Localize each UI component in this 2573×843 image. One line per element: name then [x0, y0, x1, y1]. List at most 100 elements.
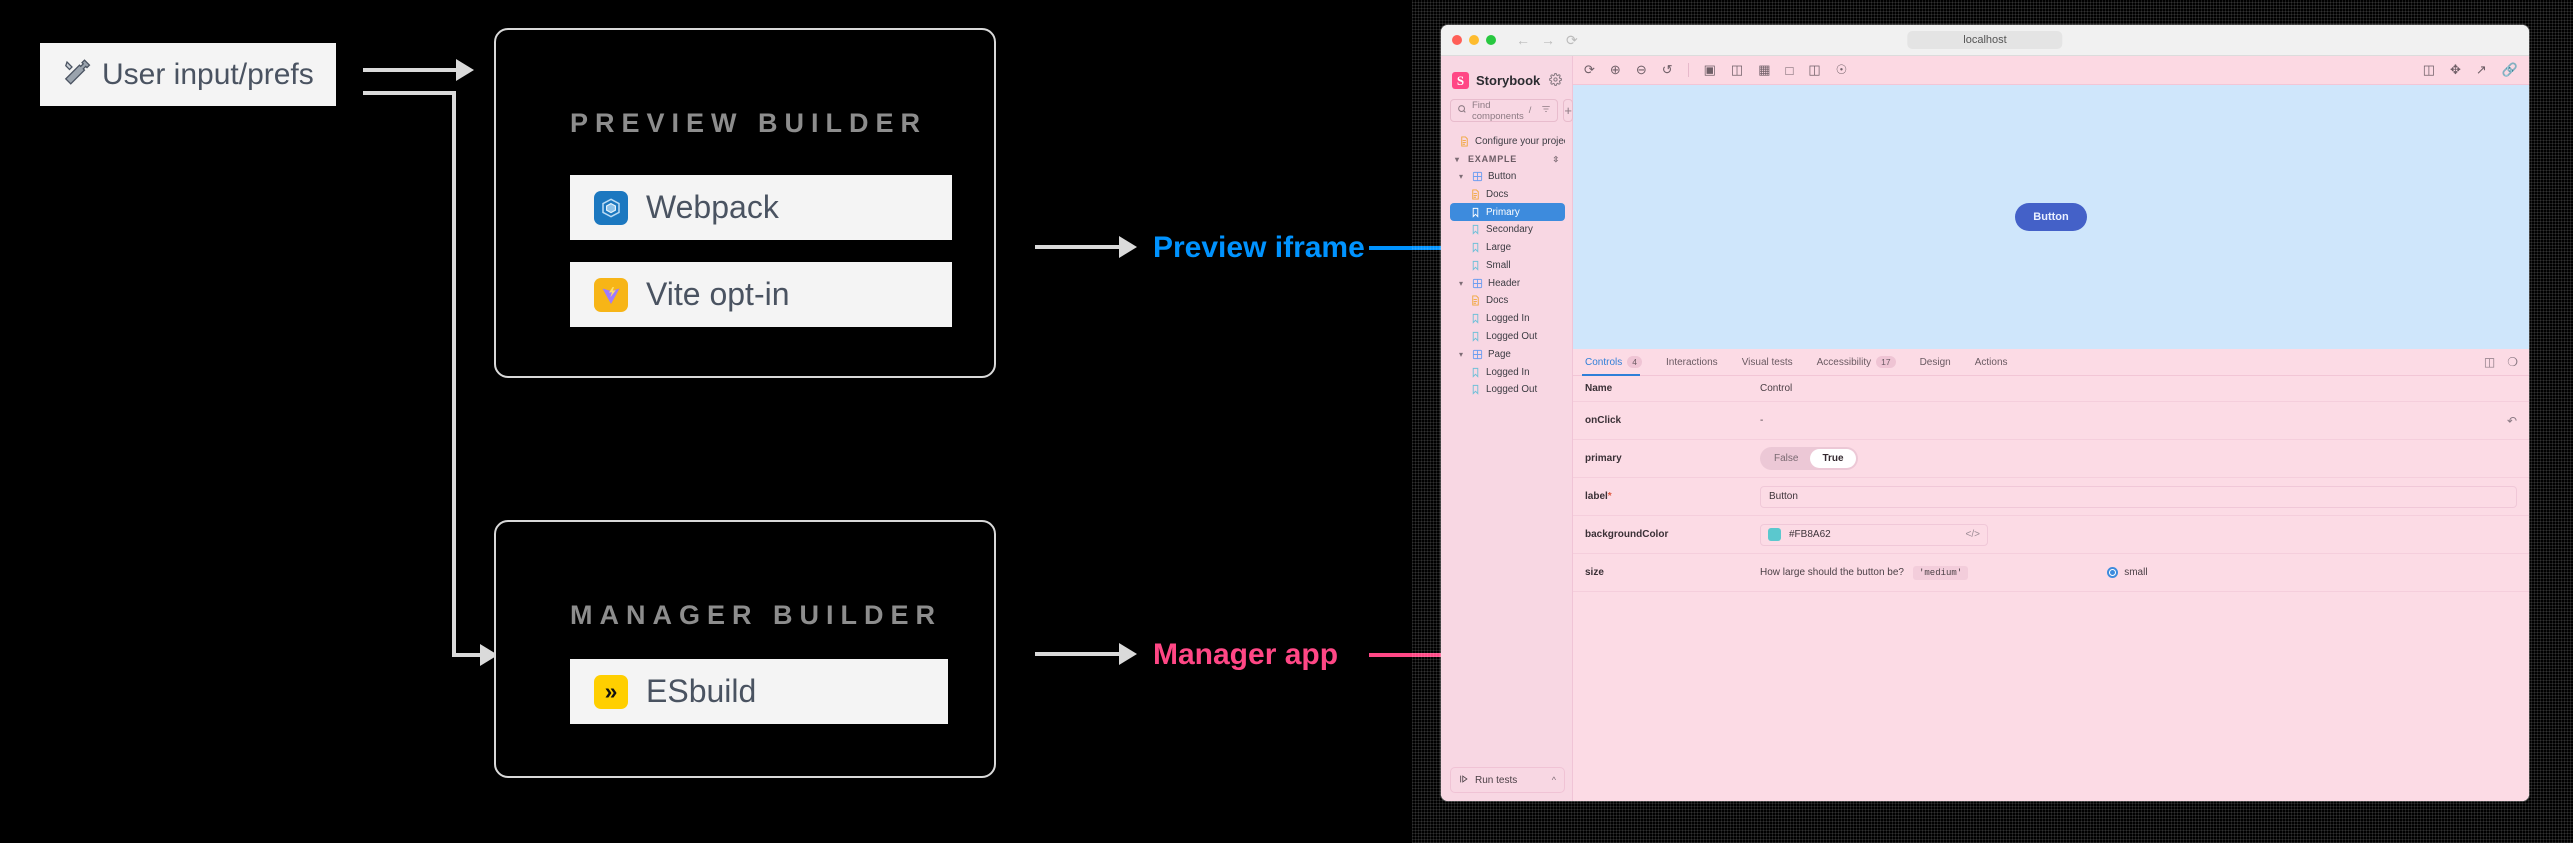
radio-icon[interactable] [2107, 567, 2119, 578]
gear-icon[interactable] [1549, 73, 1562, 88]
toggle-true[interactable]: True [1810, 449, 1856, 468]
tree-item-logged-in[interactable]: Logged In [1450, 310, 1565, 328]
storybook-screenshot: ← → ⟳ localhost S Storybook [1412, 0, 2573, 843]
minimize-window-icon[interactable] [1469, 35, 1479, 45]
browser-nav[interactable]: ← → ⟳ [1516, 33, 1578, 47]
chevron-down-icon[interactable]: ▾ [1459, 171, 1464, 181]
measure-icon[interactable]: □ [1785, 62, 1794, 78]
control-value: Button [1760, 485, 2517, 508]
storybook-sidebar: S Storybook Find components [1441, 56, 1573, 801]
tab-interactions[interactable]: Interactions [1654, 349, 1730, 375]
close-window-icon[interactable] [1452, 35, 1462, 45]
outline-icon[interactable]: ◫ [1808, 62, 1821, 77]
manager-builder-item-esbuild[interactable]: » ESbuild [570, 659, 948, 724]
size-default-chip: 'medium' [1913, 565, 1969, 580]
vite-icon [594, 277, 628, 312]
sidebar-toggle-icon[interactable]: ◫ [2422, 62, 2435, 77]
tab-visual-tests[interactable]: Visual tests [1730, 349, 1805, 375]
preview-builder-item-vite[interactable]: Vite opt-in [570, 262, 952, 327]
back-icon[interactable]: ← [1516, 32, 1530, 48]
tab-design[interactable]: Design [1908, 349, 1963, 375]
preview-builder-box: PREVIEW BUILDER Webpack Vite opt-in [494, 28, 996, 378]
control-name-text: label [1585, 491, 1608, 502]
arrow-to-preview-line [363, 68, 462, 72]
manager-app-grey-head [1119, 643, 1137, 665]
radio-label: small [2124, 567, 2148, 578]
viewport-icon[interactable]: ◫ [1730, 62, 1744, 77]
tree-item-label: Page [1488, 348, 1511, 360]
tree-item-example[interactable]: ▾EXAMPLE⇳ [1450, 151, 1565, 168]
open-new-tab-icon[interactable]: ↗ [2475, 62, 2487, 77]
copy-link-icon[interactable]: 🔗 [2501, 62, 2518, 77]
tab-actions[interactable]: Actions [1963, 349, 2020, 375]
color-swatch[interactable] [1768, 528, 1781, 541]
component-icon [1472, 171, 1483, 182]
preview-builder-title: PREVIEW BUILDER [570, 108, 928, 138]
search-input[interactable]: Find components / [1450, 99, 1559, 122]
zoom-window-icon[interactable] [1486, 35, 1496, 45]
docs-icon [1459, 136, 1470, 147]
label-text-input[interactable]: Button [1760, 485, 2517, 508]
tree-item-small[interactable]: Small [1450, 256, 1565, 274]
toggle-false[interactable]: False [1774, 453, 1799, 464]
tree-item-docs[interactable]: Docs [1450, 292, 1565, 310]
zoom-reset-icon[interactable]: ↺ [1661, 62, 1673, 77]
filter-icon[interactable] [1541, 104, 1551, 117]
story-button[interactable]: Button [2015, 203, 2087, 231]
tree-item-page[interactable]: ▾ Page [1450, 345, 1565, 363]
chevron-down-icon[interactable]: ▾ [1459, 349, 1464, 359]
required-asterisk: * [1607, 491, 1612, 502]
size-radio-small[interactable]: small [2107, 567, 2148, 578]
control-name: backgroundColor [1585, 529, 1669, 540]
addon-panel-tab-icons[interactable]: ◫ ❍ [2484, 349, 2520, 375]
color-hex-value: #FB8A62 [1789, 529, 1831, 540]
tree-item-configure-your-project[interactable]: Configure your project [1450, 133, 1565, 151]
esbuild-icon: » [594, 674, 628, 709]
grid-icon[interactable]: ▦ [1758, 62, 1771, 77]
a11y-icon[interactable]: ☉ [1835, 62, 1848, 77]
tree-item-label: Secondary [1486, 224, 1533, 236]
browser-window: ← → ⟳ localhost S Storybook [1441, 25, 2529, 801]
manager-builder-box: MANAGER BUILDER » ESbuild [494, 520, 996, 778]
address-bar[interactable]: localhost [1907, 31, 2063, 49]
tree-item-logged-in[interactable]: Logged In [1450, 363, 1565, 381]
boolean-toggle[interactable]: False True [1760, 447, 1858, 470]
tree-item-header[interactable]: ▾Header [1450, 274, 1565, 292]
close-panel-icon[interactable]: ❍ [2507, 355, 2518, 369]
reset-icon[interactable]: ↶ [2506, 413, 2517, 428]
remount-icon[interactable]: ⟳ [1584, 62, 1595, 77]
tree-item-label: Logged Out [1486, 330, 1538, 342]
code-icon[interactable]: </> [1965, 529, 1980, 540]
fullscreen-icon[interactable]: ✥ [2450, 62, 2461, 77]
panel-position-icon[interactable]: ◫ [2483, 355, 2496, 369]
preview-builder-item-webpack[interactable]: Webpack [570, 175, 952, 240]
tree-item-logged-out[interactable]: Logged Out [1450, 328, 1565, 346]
run-tests-button[interactable]: Run tests ^ [1450, 767, 1565, 793]
tree-item-secondary[interactable]: Secondary [1450, 221, 1565, 239]
zoom-out-icon[interactable]: ⊖ [1635, 62, 1647, 77]
storybook-brand-name: Storybook [1476, 73, 1541, 88]
tree-item-docs[interactable]: Docs [1450, 185, 1565, 203]
webpack-icon [594, 190, 628, 225]
tree-item-large[interactable]: Large [1450, 239, 1565, 257]
background-color-input[interactable]: #FB8A62 </> [1760, 523, 1988, 546]
tree-item-primary[interactable]: Primary [1450, 203, 1565, 221]
tree-item-button[interactable]: ▾Button [1450, 168, 1565, 186]
plus-icon[interactable]: + [1563, 99, 1573, 122]
zoom-in-icon[interactable]: ⊕ [1609, 62, 1621, 77]
sort-icon[interactable]: ⇳ [1552, 154, 1560, 164]
traffic-lights[interactable] [1452, 35, 1496, 45]
forward-icon[interactable]: → [1541, 32, 1555, 48]
tree-item-label: Docs [1486, 295, 1509, 307]
chevron-down-icon[interactable]: ▾ [1455, 154, 1460, 164]
tree-item-logged-out[interactable]: Logged Out [1450, 381, 1565, 399]
chevron-down-icon[interactable]: ▾ [1459, 278, 1464, 288]
storybook-brand[interactable]: S Storybook [1452, 72, 1540, 89]
chevron-up-icon[interactable]: ^ [1551, 775, 1556, 785]
tree-item-label: Large [1486, 242, 1512, 254]
background-icon[interactable]: ▣ [1703, 62, 1716, 77]
reload-icon[interactable]: ⟳ [1566, 32, 1578, 48]
size-help-text: How large should the button be? [1760, 567, 1904, 578]
